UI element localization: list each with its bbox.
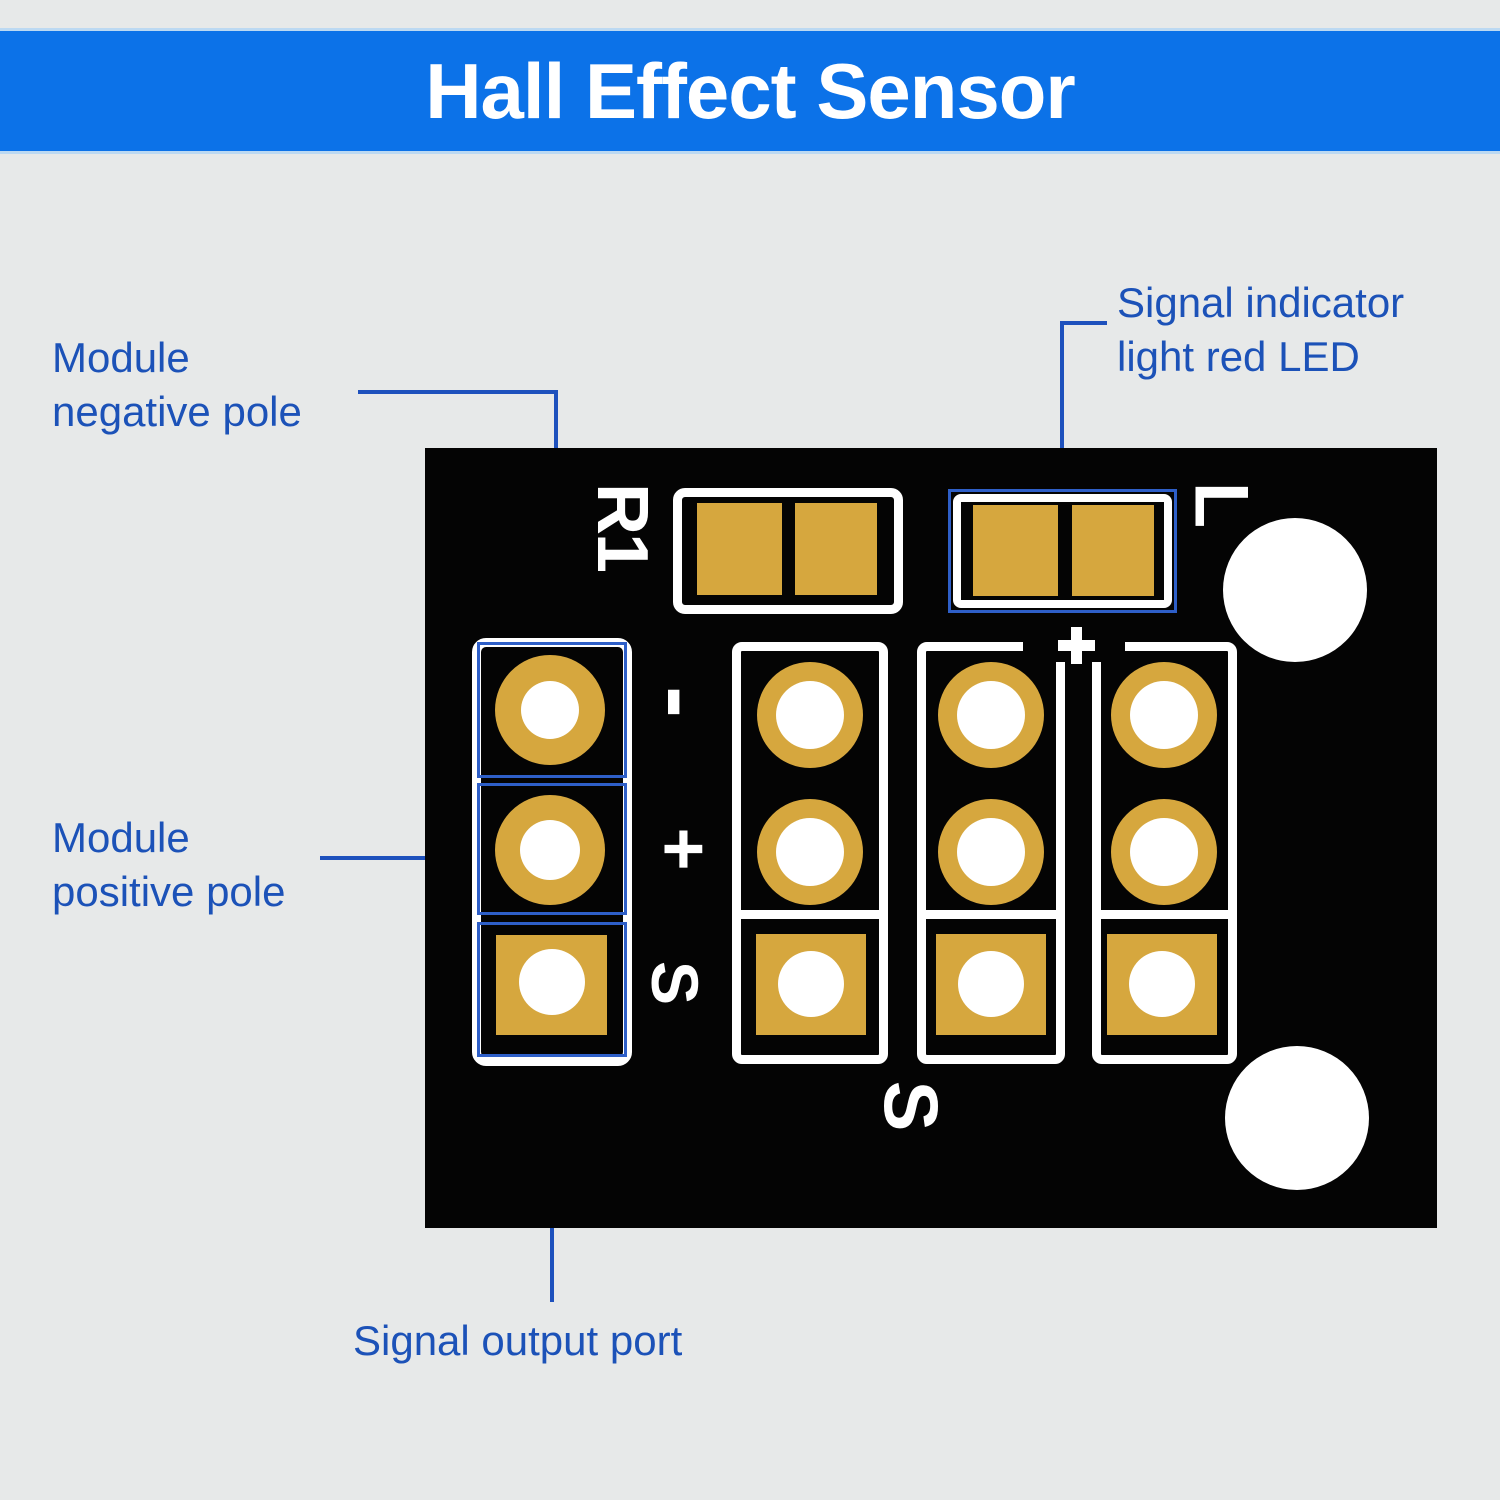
header-column-2-divider <box>917 910 1065 919</box>
signal-pin-hole <box>519 949 585 1015</box>
silkscreen-minus-text: - <box>628 686 735 718</box>
label-line: light red LED <box>1117 333 1360 380</box>
led-pad-right <box>1072 505 1154 596</box>
pad-hole <box>958 951 1024 1017</box>
leader-negative-horizontal <box>358 390 558 394</box>
leader-led-vertical <box>1060 321 1064 492</box>
plus-trace-icon <box>1071 627 1082 664</box>
resistor-footprint <box>673 488 903 614</box>
negative-pin-annotation-box <box>477 642 627 778</box>
silkscreen-plus-text: + <box>642 827 726 871</box>
signal-pin-annotation-box <box>477 922 627 1057</box>
leader-led-horizontal <box>1060 321 1107 325</box>
negative-pin-hole <box>521 681 579 739</box>
header-column-3-divider <box>1092 910 1237 919</box>
silkscreen-signal-text: S <box>638 960 712 1006</box>
positive-pin-hole <box>520 820 580 880</box>
pad-hole <box>1129 951 1195 1017</box>
label-line: Module <box>52 814 190 861</box>
positive-pin-annotation-box <box>477 783 627 915</box>
label-signal-indicator-led: Signal indicator light red LED <box>1117 276 1404 384</box>
header-column-1 <box>732 642 888 1064</box>
pad-hole <box>1130 681 1198 749</box>
silkscreen-signal-bottom-text: S <box>867 1080 953 1132</box>
pad-hole <box>776 818 844 886</box>
label-line: Module <box>52 334 190 381</box>
label-module-positive-pole: Module positive pole <box>52 811 285 919</box>
label-line: Signal output port <box>353 1317 683 1364</box>
silkscreen-r1-text: R1 <box>582 482 662 572</box>
header-column-1-divider <box>732 910 888 919</box>
title-banner: Hall Effect Sensor <box>0 28 1500 154</box>
resistor-pad-left <box>697 503 782 595</box>
label-line: Signal indicator <box>1117 279 1405 326</box>
mounting-hole-bottom <box>1225 1046 1369 1190</box>
label-line: negative pole <box>52 388 302 435</box>
pad-hole <box>776 681 844 749</box>
silkscreen-led-text: L <box>1178 481 1264 529</box>
resistor-pad-right <box>795 503 877 595</box>
pcb-board: R1 L - + S <box>425 448 1437 1228</box>
label-line: positive pole <box>52 868 286 915</box>
header-column-2 <box>917 642 1065 1064</box>
mounting-hole-top <box>1223 518 1367 662</box>
led-footprint <box>953 494 1172 608</box>
pad-hole <box>778 951 844 1017</box>
leader-positive-horizontal <box>320 856 479 860</box>
pad-hole <box>957 818 1025 886</box>
label-signal-output-port: Signal output port <box>353 1314 682 1368</box>
header-column-3 <box>1092 642 1237 1064</box>
pad-hole <box>1130 818 1198 886</box>
led-pad-left <box>973 505 1058 596</box>
page-title: Hall Effect Sensor <box>425 46 1076 135</box>
label-module-negative-pole: Module negative pole <box>52 331 302 439</box>
pad-hole <box>957 681 1025 749</box>
led-annotation-box <box>948 489 1177 613</box>
